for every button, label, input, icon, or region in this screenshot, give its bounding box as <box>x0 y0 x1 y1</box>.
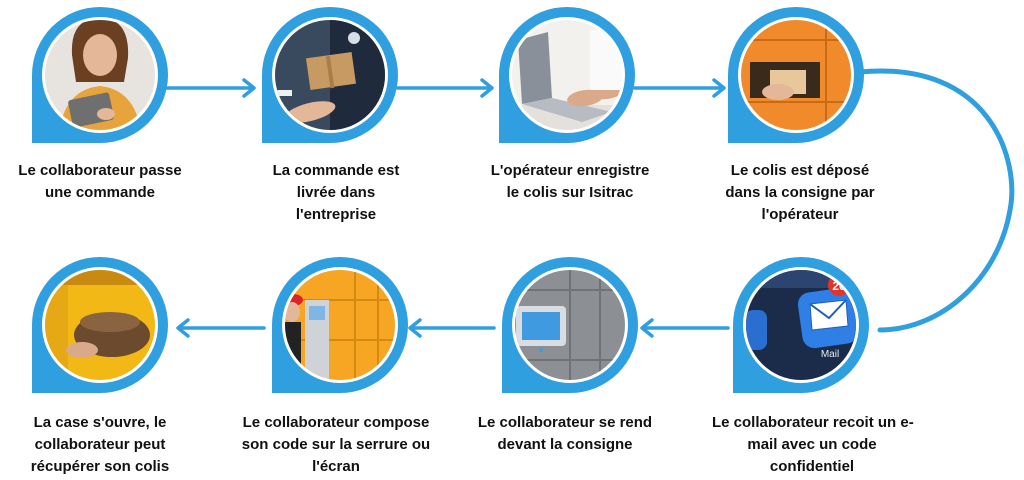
step-2-marker <box>262 7 398 143</box>
step-5-caption-line: Le collaborateur recoit un e- <box>712 414 914 431</box>
step-2-caption-line: livrée dans <box>296 184 376 201</box>
step-8-caption-line: collaborateur peut <box>34 436 166 453</box>
step-3-marker <box>499 7 635 143</box>
arrow-7-to-8 <box>176 318 266 338</box>
step-6-caption: Le collaborateur se rend devant la consi… <box>465 412 665 456</box>
step-3-caption-line: le colis sur Isitrac <box>506 184 634 201</box>
step-8-caption-line: récupérer son colis <box>30 458 170 475</box>
curved-connector-4-to-5 <box>857 68 1015 333</box>
step-1-caption: Le collaborateur passe une commande <box>0 160 200 204</box>
step-7-caption-line: l'écran <box>312 458 360 475</box>
step-7-caption-line: son code sur la serrure ou <box>241 436 431 453</box>
step-5-marker: 20 Mail <box>733 257 869 393</box>
step-7-caption-line: Le collaborateur compose <box>242 414 430 431</box>
step-1-caption-line: une commande <box>44 184 156 201</box>
step-8-marker <box>32 257 168 393</box>
arrow-3-to-4 <box>633 78 726 98</box>
step-6-caption-line: Le collaborateur se rend <box>477 414 653 431</box>
step-4-marker <box>728 7 864 143</box>
step-4-caption-line: dans la consigne par <box>725 184 875 201</box>
step-8-caption-line: La case s'ouvre, le <box>33 414 167 431</box>
step-2-caption-line: l'entreprise <box>295 206 377 223</box>
step-2-caption: La commande est livrée dans l'entreprise <box>236 160 436 226</box>
step-4-caption-line: Le colis est déposé <box>730 162 870 179</box>
step-1-marker <box>32 7 168 143</box>
step-8-caption: La case s'ouvre, le collaborateur peut r… <box>0 412 200 478</box>
woman-at-locker-screen-photo <box>285 270 395 380</box>
step-5-caption: Le collaborateur recoit un e- mail avec … <box>712 412 914 478</box>
step-6-caption-line: devant la consigne <box>497 436 633 453</box>
step-4-caption: Le colis est déposé dans la consigne par… <box>700 160 900 226</box>
step-7-marker <box>272 257 408 393</box>
step-6-marker <box>502 257 638 393</box>
parcel-into-locker-photo <box>741 20 851 130</box>
step-2-caption-line: La commande est <box>272 162 400 179</box>
step-3-caption: L'opérateur enregistre le colis sur Isit… <box>470 160 670 204</box>
step-1-caption-line: Le collaborateur passe <box>18 162 182 179</box>
arrow-5-to-6 <box>640 318 730 338</box>
step-5-caption-line: mail avec un code <box>747 436 877 453</box>
mail-app-notification-photo: 20 Mail <box>746 270 856 380</box>
arrow-6-to-7 <box>408 318 496 338</box>
mail-app-label: Mail <box>821 349 839 360</box>
step-4-caption-line: l'opérateur <box>761 206 839 223</box>
arrow-1-to-2 <box>163 78 256 98</box>
step-3-caption-line: L'opérateur enregistre <box>490 162 650 179</box>
locker-terminal-photo <box>515 270 625 380</box>
package-handover-photo <box>275 20 385 130</box>
step-7-caption: Le collaborateur compose son code sur la… <box>236 412 436 478</box>
step-5-caption-line: confidentiel <box>769 458 855 475</box>
arrow-2-to-3 <box>396 78 494 98</box>
